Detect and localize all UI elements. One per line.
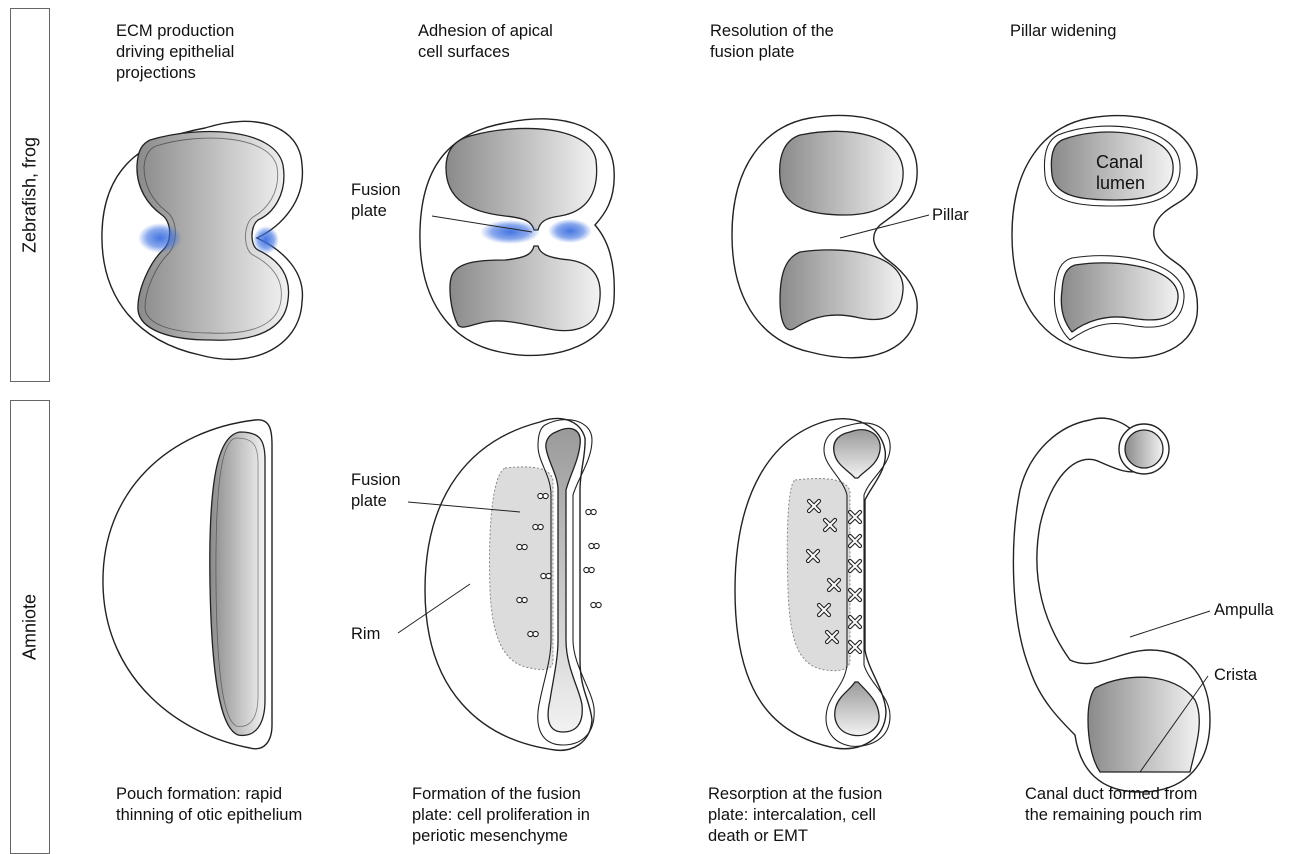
label-fusion-plate-top: Fusion plate (351, 180, 401, 222)
caption-pillar-widening: Pillar widening (1010, 21, 1116, 42)
ampulla-leader (1130, 611, 1210, 637)
caption-canal-duct: Canal duct formed from the remaining pou… (1025, 784, 1202, 826)
caption-pouch-formation: Pouch formation: rapid thinning of otic … (116, 784, 302, 826)
label-canal-lumen: Canal lumen (1096, 152, 1145, 194)
panel-fusion-resolution (732, 115, 929, 357)
caption-fusion-plate-resorption: Resorption at the fusion plate: intercal… (708, 784, 882, 847)
label-rim: Rim (351, 624, 380, 645)
panel-canal-duct (1013, 418, 1210, 792)
ecm-highlight-left (138, 223, 182, 253)
panel-apical-adhesion (420, 119, 614, 356)
ecm-highlight-right (253, 226, 279, 254)
fusion-plate-area (787, 479, 850, 671)
pouch-lumen (210, 432, 265, 735)
label-fusion-plate-bottom: Fusion plate (351, 470, 401, 512)
panel-pouch-formation (103, 420, 272, 749)
fusion-highlight-right (548, 219, 592, 243)
panel-ecm-production (102, 121, 303, 359)
caption-fusion-plate-formation: Formation of the fusion plate: cell prol… (412, 784, 590, 847)
caption-apical-adhesion: Adhesion of apical cell surfaces (418, 21, 553, 63)
panel-fusion-plate-formation (398, 419, 601, 751)
panel-fusion-plate-resorption (735, 419, 890, 749)
upper-lumen (780, 131, 903, 215)
label-pillar: Pillar (932, 205, 969, 226)
label-crista: Crista (1214, 665, 1257, 686)
caption-ecm-production: ECM production driving epithelial projec… (116, 21, 234, 84)
ampulla-lumen (1088, 677, 1199, 772)
label-ampulla: Ampulla (1214, 600, 1274, 621)
caption-fusion-resolution: Resolution of the fusion plate (710, 21, 834, 63)
